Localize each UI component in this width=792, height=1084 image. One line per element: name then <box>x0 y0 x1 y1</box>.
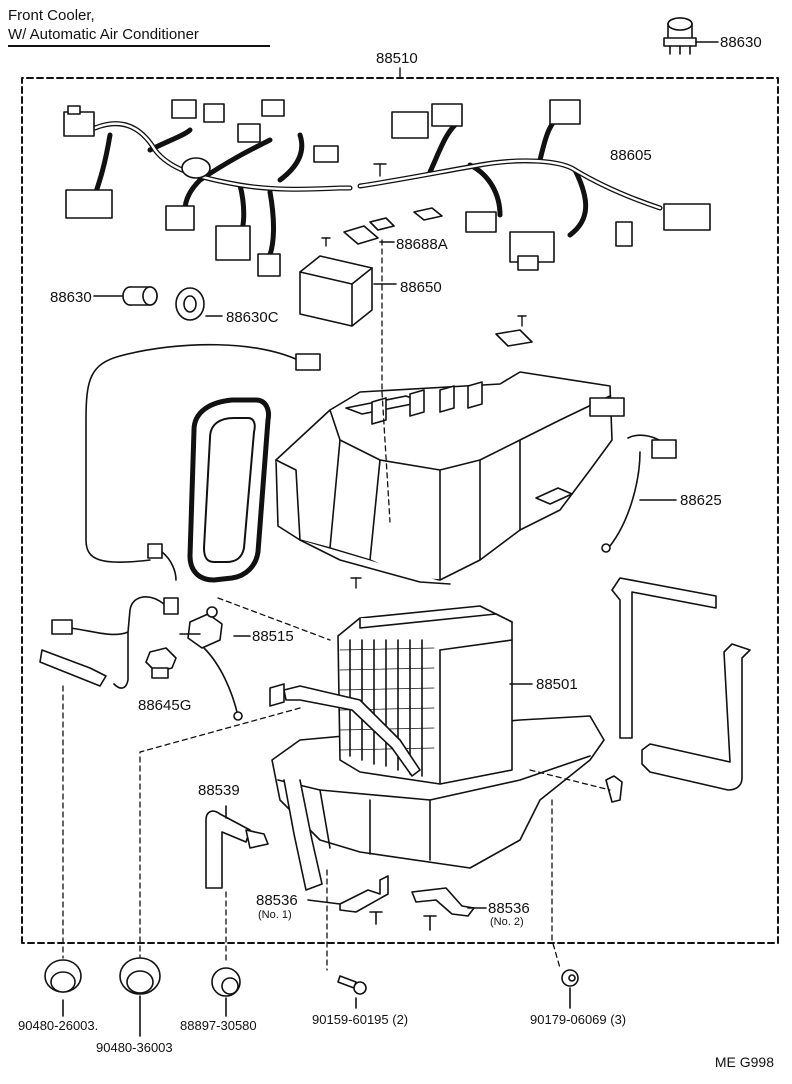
label-88645G: 88645G <box>138 697 192 714</box>
label-88539: 88539 <box>198 782 240 799</box>
small-screws <box>321 163 527 589</box>
title-line-1: Front Cooler, <box>8 7 95 24</box>
expansion-valve-88515 <box>39 596 251 721</box>
grommet-88630C <box>175 287 223 321</box>
label-88536-no2-sub: (No. 2) <box>490 916 524 928</box>
label-88501: 88501 <box>536 676 578 693</box>
label-90179-06069: 90179-06069 (3) <box>530 1012 627 1027</box>
label-88630: 88630 <box>50 289 92 306</box>
assembly-boundary <box>21 77 779 944</box>
label-90480-26003: 90480-26003. <box>18 1018 99 1033</box>
evaporator-core <box>337 605 513 785</box>
label-88897-30580: 88897-30580 <box>180 1018 257 1033</box>
nut-90179-06069 <box>561 969 579 1009</box>
duct-lower <box>641 643 751 791</box>
label-88630C: 88630C <box>226 309 279 326</box>
leader-lines <box>62 239 611 971</box>
harness-connectors <box>63 99 711 277</box>
label-88688A: 88688A <box>396 236 448 253</box>
title-line-2: W/ Automatic Air Conditioner <box>8 26 199 43</box>
upper-case <box>275 371 625 585</box>
label-88536-no2: 88536 <box>488 900 530 917</box>
title-underline <box>8 45 270 47</box>
gasket <box>187 397 271 583</box>
sensor-wire-loop <box>85 343 321 581</box>
duct-upper <box>611 577 717 739</box>
sensor-88625 <box>601 434 677 553</box>
label-88605: 88605 <box>610 147 652 164</box>
diagram-title: Front Cooler, W/ Automatic Air Condition… <box>8 6 199 44</box>
label-88536-no1: 88536 <box>256 892 298 909</box>
switch-88630-top <box>663 17 719 55</box>
screw-90159-60195 <box>337 975 367 1009</box>
label-88630-top: 88630 <box>720 34 762 51</box>
label-88515: 88515 <box>252 628 294 645</box>
drain-hose-88539 <box>205 805 269 889</box>
figure-code: ME G998 <box>714 1054 774 1070</box>
label-88650: 88650 <box>400 279 442 296</box>
grommet-90480-36003 <box>119 957 161 1037</box>
grommet-88897-30580 <box>211 967 241 1017</box>
bracket-88536-no2 <box>411 887 487 931</box>
label-88536-no1-sub: (No. 1) <box>258 909 292 921</box>
bracket-88536-no1 <box>307 875 389 925</box>
label-90480-36003: 90480-36003 <box>96 1040 173 1055</box>
clip <box>605 775 623 803</box>
evaporator-pipe <box>269 683 533 777</box>
grommet-90480-26003 <box>44 959 82 1017</box>
bracket-88688A <box>343 207 533 347</box>
label-88625: 88625 <box>680 492 722 509</box>
switch-88630 <box>93 286 158 306</box>
amplifier-88650 <box>299 255 397 327</box>
switch-88645G <box>145 647 177 679</box>
label-90159-60195: 90159-60195 (2) <box>312 1012 409 1027</box>
label-88510: 88510 <box>376 50 418 67</box>
